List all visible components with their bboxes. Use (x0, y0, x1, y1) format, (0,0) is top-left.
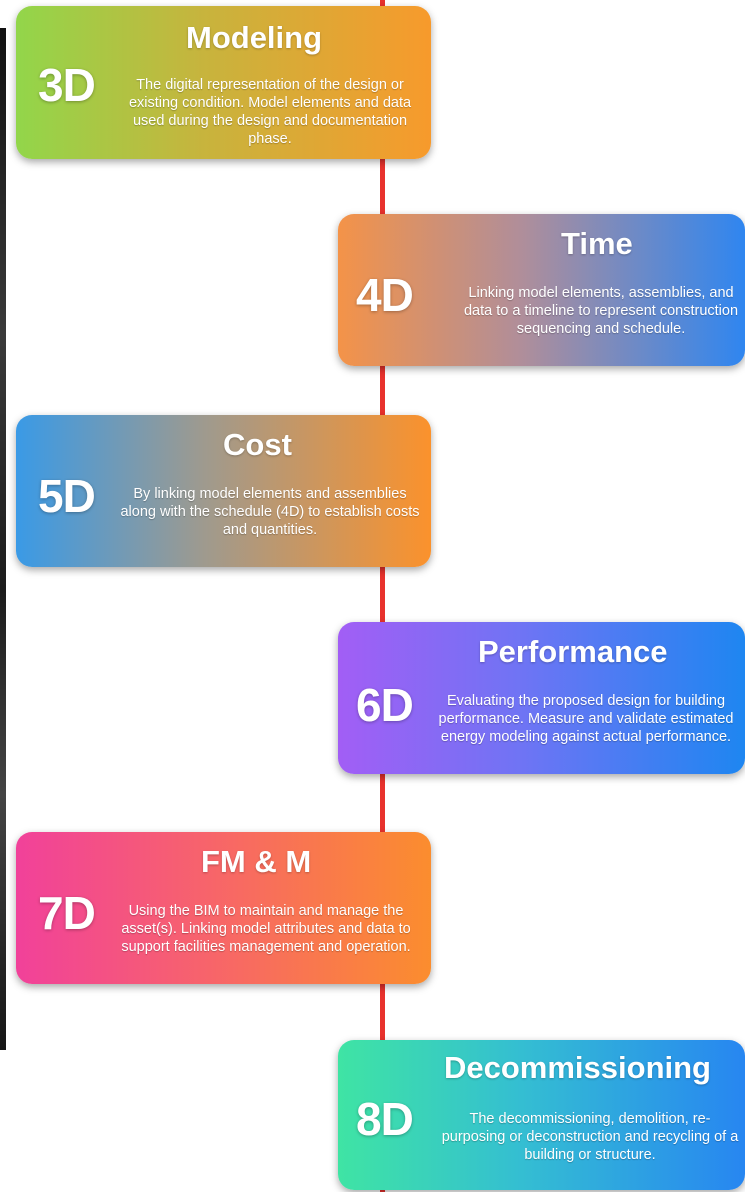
card-description: Using the BIM to maintain and manage the… (121, 903, 411, 955)
dimension-label: 6D (356, 679, 414, 731)
card-title: Cost (223, 427, 292, 462)
dimension-label: 5D (38, 470, 96, 522)
card-title: Modeling (186, 20, 323, 55)
dimension-label: 7D (38, 887, 96, 939)
card-3d-modeling: Modeling 3D The digital representation o… (16, 6, 431, 159)
card-description: By linking model elements and assemblies… (120, 486, 420, 538)
card-8d-decommissioning: Decommissioning 8D The decommissioning, … (338, 1040, 745, 1190)
card-4d-time: Time 4D Linking model elements, assembli… (338, 214, 745, 366)
card-description: The digital representation of the design… (128, 77, 412, 147)
card-title: Time (561, 226, 633, 261)
card-title: Decommissioning (444, 1050, 711, 1085)
card-description: Linking model elements, assemblies, and … (463, 285, 739, 337)
dimension-label: 3D (38, 59, 96, 111)
card-description: The decommissioning, demolition, re-purp… (441, 1111, 739, 1163)
background-photo-strip (0, 28, 6, 1050)
card-7d-fm-and-m: FM & M 7D Using the BIM to maintain and … (16, 832, 431, 984)
timeline-line (380, 0, 385, 1192)
dimension-label: 4D (356, 269, 414, 321)
card-title: FM & M (201, 844, 312, 879)
dimension-label: 8D (356, 1093, 414, 1145)
card-6d-performance: Performance 6D Evaluating the proposed d… (338, 622, 745, 774)
card-title: Performance (478, 634, 668, 669)
card-5d-cost: Cost 5D By linking model elements and as… (16, 415, 431, 567)
card-description: Evaluating the proposed design for build… (438, 693, 734, 745)
